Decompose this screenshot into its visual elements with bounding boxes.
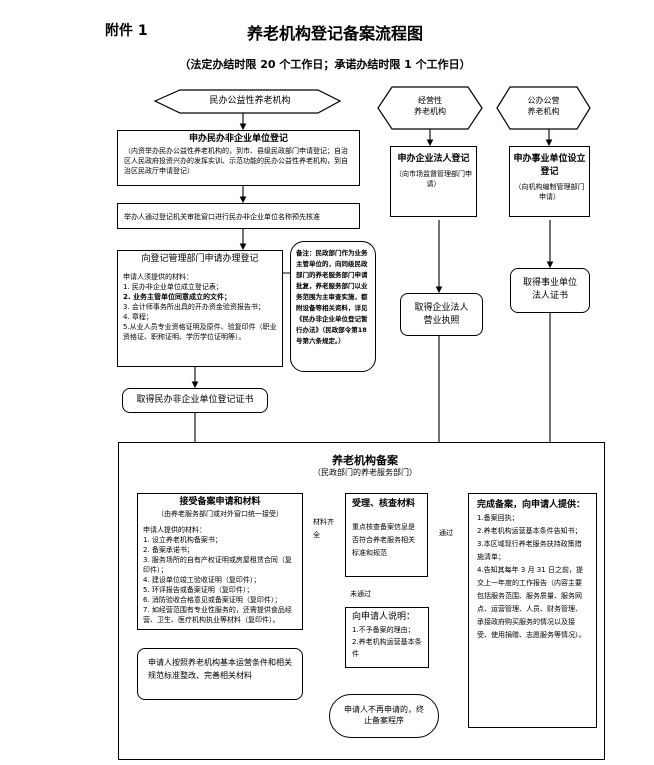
enterprise-registration-box: 申办企业法人登记 （向市场监督管理部门申请） (390, 146, 477, 217)
enterprise-registration-title: 申办企业法人登记 (397, 154, 470, 164)
review-title: 受理、核查材料 (352, 499, 416, 509)
done-item: 3.本区域现行养老服务扶持政策措施清单； (477, 540, 582, 561)
business-license-box: 取得企业法人营业执照 (400, 293, 483, 336)
accept-item: 4. 建设单位竣工验收证明（复印件）； (143, 576, 261, 584)
terminate-box: 申请人不再申请的，终止备案程序 (329, 694, 439, 738)
materials-complete-label: 材料齐全 (313, 518, 334, 539)
start-hexagon-nonprofit (153, 89, 342, 114)
rectify-box: 申请人按照养老机构基本运营条件和相关规范标准整改、完善相关材料 (137, 648, 303, 700)
filing-subtitle: （民政部门的养老服务部门） (313, 468, 417, 477)
done-title: 完成备案，向申请人提供： (477, 500, 586, 510)
accept-item: 5. 环评报告或备案证明（复印件）； (143, 586, 254, 594)
explain-box: 向申请人说明： 1.不予备案的理由； 2.养老机构运营基本条件 (345, 607, 429, 668)
start-nonprofit-label: 民办公益性养老机构 (209, 96, 291, 106)
done-item: 2.养老机构运营基本条件告知书； (477, 527, 582, 535)
accept-item: 3. 服务场所的自有产权证明或房屋租赁合同（复印件）； (143, 556, 292, 574)
materials-heading: 申请人须提供的材料： (123, 273, 193, 281)
nonprofit-registration-note: （内资举办民办公益性养老机构的，到市、县级民政部门申请登记；自治区人民政府投资兴… (124, 147, 348, 175)
explain-item: 2.养老机构运营基本条件 (352, 638, 422, 658)
start-commercial-label: 经营性养老机构 (392, 95, 468, 117)
review-text: 重点核查备案信息是否符合养老服务相关标准和规范 (352, 523, 415, 557)
accept-materials-heading: 申请人提供的材料： (143, 526, 206, 534)
done-item: 4.告知其每年 3 月 31 日之前，提交上一年度的工作报告（内容主要包括服务范… (477, 566, 586, 639)
apply-registration-box: 向登记管理部门申请办理登记 申请人须提供的材料： 1. 民办非企业单位成立登记表… (117, 250, 283, 367)
institution-certificate-box: 取得事业单位法人证书 (510, 268, 590, 313)
material-item: 1. 民办非企业单位成立登记表； (123, 283, 223, 291)
institution-registration-title: 申办事业单位设立登记 (513, 154, 586, 177)
explain-item: 1.不予备案的理由； (352, 626, 415, 634)
start-commercial-line1: 经营性 (418, 96, 442, 105)
fail-label: 未通过 (350, 590, 371, 598)
apply-registration-title: 向登记管理部门申请办理登记 (141, 254, 259, 264)
page-subtitle: （法定办结时限 20 个工作日；承诺办结时限 1 个工作日） (179, 58, 471, 71)
material-item: 5.从业人员专业资格证明及原件、验复印件（职业资格证、职称证明、学历学位证明等）… (123, 323, 277, 341)
material-item: 3. 会计师事务所出具的开办资金验资报告书； (123, 303, 265, 311)
page-title: 养老机构登记备案流程图 (246, 24, 423, 43)
done-item: 1.备案回执； (477, 514, 519, 522)
pass-label: 通过 (439, 529, 453, 537)
review-box: 受理、核查材料 重点核查备案信息是否符合养老服务相关标准和规范 (345, 493, 428, 577)
start-public-line1: 公办公营 (527, 96, 560, 105)
filing-complete-box: 完成备案，向申请人提供： 1.备案回执； 2.养老机构运营基本条件告知书； 3.… (468, 493, 597, 728)
nonprofit-registration-box: 申办民办非企业单位登记 （内资举办民办公益性养老机构的，到市、县级民政部门申请登… (117, 130, 360, 186)
accept-item: 1. 设立养老机构备案书； (143, 536, 222, 544)
filing-title: 养老机构备案 (332, 454, 398, 467)
institution-registration-note: （向机构编制管理部门申请） (514, 183, 585, 201)
institution-registration-box: 申办事业单位设立登记 （向机构编制管理部门申请） (509, 146, 590, 217)
name-check-box: 举办人通过登记机关审批窗口进行民办非企业单位名称预先核准 (117, 203, 360, 229)
nonprofit-registration-title: 申办民办非企业单位登记 (188, 134, 288, 144)
accept-item: 6. 消防验收合格意见或备案证明（复印件）； (143, 596, 282, 604)
start-hexagon-public (496, 86, 591, 130)
accept-item: 7. 如经营范围有专业性服务的，还需提供食品经营、卫生、医疗机构执业等材料（复印… (143, 606, 292, 624)
accept-item: 2. 备案承诺书； (143, 546, 194, 554)
enterprise-registration-note: （向市场监督管理部门申请） (395, 170, 472, 188)
start-public-label: 公办公营养老机构 (510, 95, 577, 117)
start-commercial-line2: 养老机构 (414, 107, 446, 116)
explain-title: 向申请人说明： (352, 612, 416, 622)
material-item: 4. 章程； (123, 313, 153, 321)
accept-application-box: 接受备案申请和材料 （由养老服务部门或对外窗口统一接受） 申请人提供的材料： 1… (137, 493, 303, 630)
accept-title: 接受备案申请和材料 (179, 497, 261, 507)
material-item: 2. 业务主管单位同意成立的文件； (123, 293, 231, 301)
accept-note: （由养老服务部门或对外窗口统一接受） (157, 510, 283, 518)
start-hexagon-commercial (377, 86, 483, 130)
remark-note-box: 备注：民政部门作为业务主管单位的，向同级民政部门的养老服务部门申请批复，养老服务… (290, 241, 376, 372)
start-public-line2: 养老机构 (527, 107, 560, 116)
nonprofit-certificate-box: 取得民办非企业单位登记证书 (122, 388, 268, 413)
attachment-label: 附件 1 (105, 23, 148, 39)
